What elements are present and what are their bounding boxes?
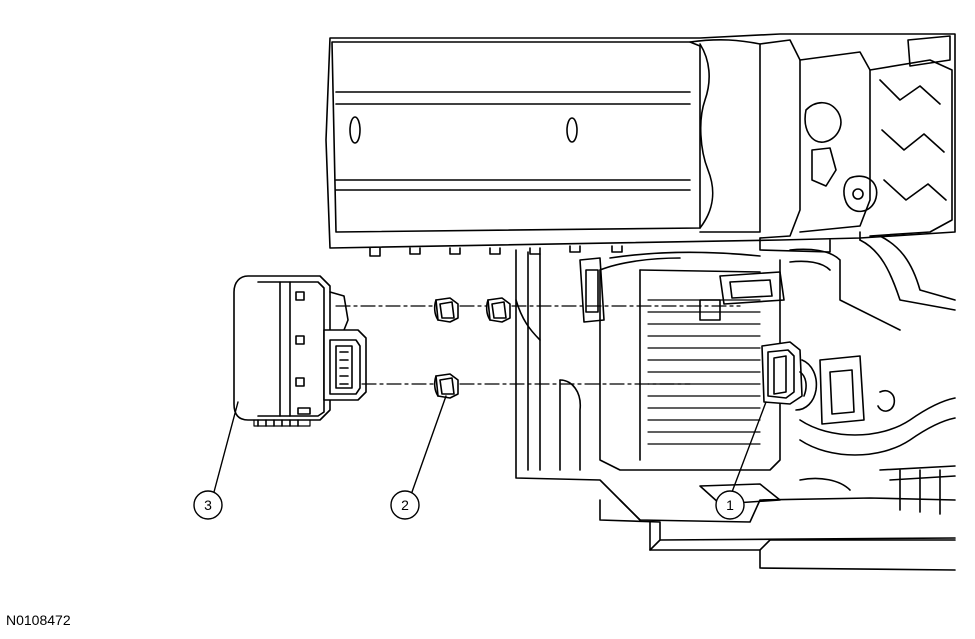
retainer-clip-upper-left <box>433 297 459 323</box>
leader-lines <box>213 395 767 493</box>
electronic-module <box>233 275 367 427</box>
right-ducts <box>789 231 956 515</box>
retainer-clip-upper-right <box>485 297 511 323</box>
callout-3-number: 3 <box>204 497 212 513</box>
callout-3: 3 <box>193 490 223 520</box>
beam-lower-edge <box>369 245 623 257</box>
module-bracket <box>579 257 785 323</box>
retainer-clip-lower <box>433 373 459 399</box>
alignment-lines <box>335 305 741 385</box>
callout-1-number: 1 <box>726 497 734 513</box>
callout-2: 2 <box>390 490 420 520</box>
module-base <box>599 477 956 571</box>
callout-2-number: 2 <box>401 497 409 513</box>
figure-id-label: N0108472 <box>6 612 71 628</box>
wiring-connector <box>761 341 818 411</box>
upper-housing-beam <box>325 33 956 253</box>
lower-module-grille <box>647 299 761 445</box>
callout-1: 1 <box>715 490 745 520</box>
